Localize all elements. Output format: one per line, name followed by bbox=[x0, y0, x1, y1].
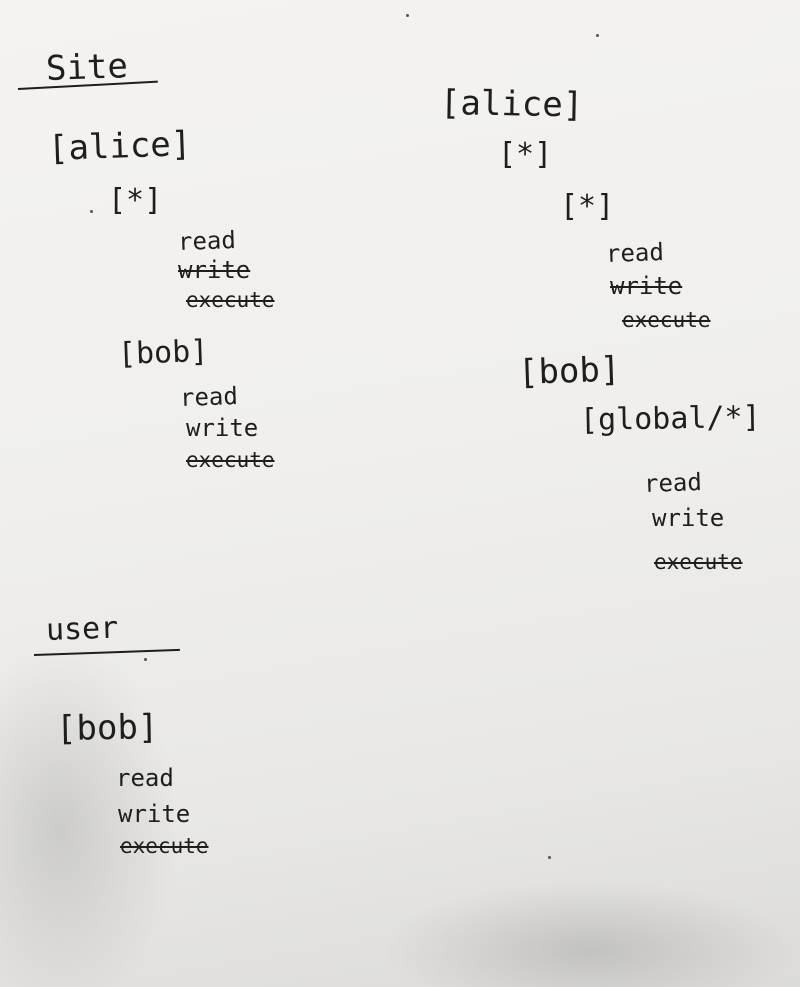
bottom-shadow bbox=[380, 880, 800, 987]
paper-speck bbox=[90, 210, 93, 213]
user-bob-label: [bob] bbox=[55, 707, 159, 749]
site-bob-execute: execute bbox=[186, 448, 275, 472]
user-bob-execute: execute bbox=[120, 834, 209, 858]
user-bob-write: write bbox=[118, 800, 191, 828]
right-alice-write: write bbox=[610, 272, 683, 300]
site-alice-scope: [*] bbox=[108, 183, 163, 218]
right-alice-scope: [*] bbox=[498, 137, 553, 172]
site-heading: Site bbox=[45, 46, 129, 89]
site-bob-label: [bob] bbox=[117, 333, 209, 372]
site-alice-execute: execute bbox=[186, 288, 275, 312]
right-alice-subscope: [*] bbox=[560, 189, 615, 224]
user-heading: user bbox=[45, 610, 119, 648]
right-bob-scope: [global/*] bbox=[579, 399, 761, 438]
site-alice-write: write bbox=[178, 256, 251, 284]
paper-speck bbox=[144, 658, 147, 661]
right-alice-label: [alice] bbox=[439, 83, 584, 126]
right-bob-execute: execute bbox=[654, 550, 743, 574]
site-alice-read: read bbox=[177, 225, 237, 256]
paper-speck bbox=[548, 856, 551, 859]
right-bob-read: read bbox=[643, 467, 703, 498]
paper-speck bbox=[596, 34, 599, 37]
site-alice-label: [alice] bbox=[47, 124, 192, 169]
site-bob-read: read bbox=[179, 381, 239, 412]
hand-shadow bbox=[0, 640, 180, 987]
user-bob-read: read bbox=[116, 764, 174, 792]
right-alice-read: read bbox=[605, 237, 665, 268]
paper-speck bbox=[406, 14, 409, 17]
right-bob-label: [bob] bbox=[517, 349, 621, 393]
site-bob-write: write bbox=[186, 414, 259, 442]
right-bob-write: write bbox=[652, 504, 725, 532]
right-alice-execute: execute bbox=[622, 308, 711, 332]
